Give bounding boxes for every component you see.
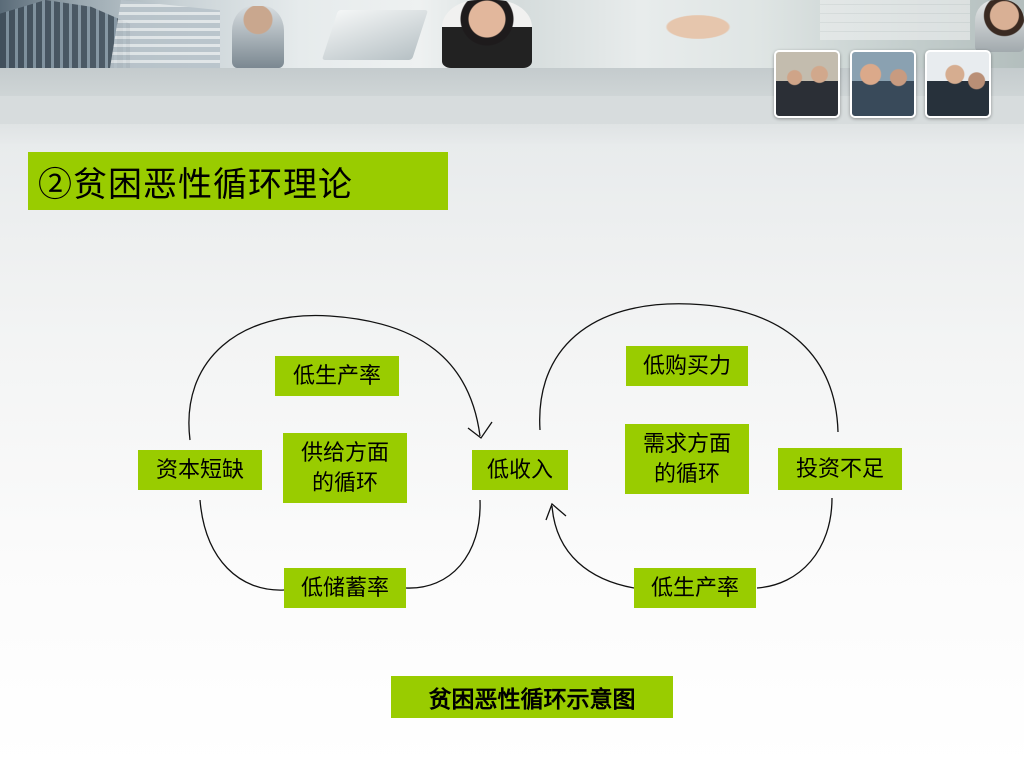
meeting-thumbnail	[850, 50, 916, 118]
diagram-caption: 贫困恶性循环示意图	[391, 676, 673, 718]
supply-left-node: 资本短缺	[138, 450, 262, 490]
businesswoman-photo	[442, 0, 532, 68]
supply-bottom-node: 低储蓄率	[284, 568, 406, 608]
demand-center-node: 需求方面 的循环	[625, 424, 749, 494]
demand-lower-arrowhead	[545, 502, 567, 521]
header-stripe	[0, 124, 1024, 144]
supply-lower-left-arc	[199, 499, 285, 591]
supply-center-node: 供给方面 的循环	[283, 433, 407, 503]
demand-upper-arc	[539, 303, 839, 433]
demand-bottom-node: 低生产率	[634, 568, 756, 608]
slide-title: ②贫困恶性循环理论	[28, 152, 448, 210]
supply-upper-arc	[188, 314, 481, 441]
businessman-photo	[232, 6, 284, 68]
hub-node: 低收入	[472, 450, 568, 490]
demand-lower-right-arc	[756, 497, 833, 589]
demand-lower-left-arc	[551, 505, 635, 589]
supply-top-node: 低生产率	[275, 356, 399, 396]
supply-upper-arrowhead	[467, 421, 493, 439]
meeting-thumbnail	[925, 50, 991, 118]
building-photo	[110, 0, 220, 68]
header-banner	[0, 0, 1024, 68]
document-photo	[820, 0, 970, 40]
supply-lower-right-arc	[405, 499, 481, 589]
meeting-thumbnail	[774, 50, 840, 118]
person-on-phone-photo	[975, 0, 1024, 52]
hand-with-pen-photo	[650, 0, 770, 45]
demand-right-node: 投资不足	[778, 448, 902, 490]
demand-top-node: 低购买力	[626, 346, 748, 386]
